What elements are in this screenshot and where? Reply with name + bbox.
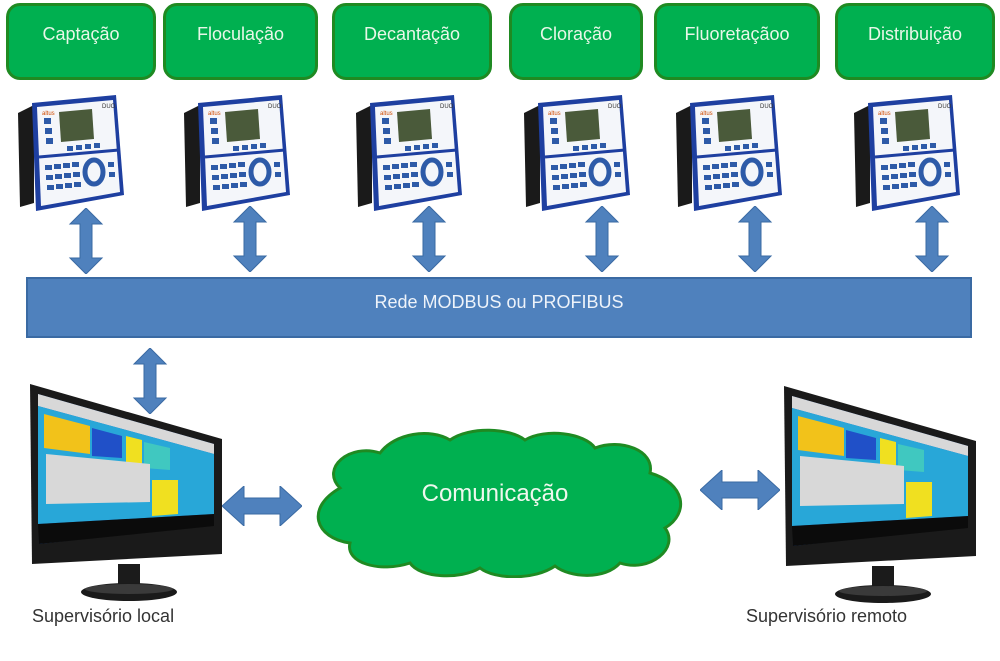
stage-label: Distribuição	[867, 24, 963, 44]
network-bus-label: Rede MODBUS ou PROFIBUS	[374, 292, 624, 312]
stage-label: Decantação	[363, 24, 461, 44]
bidirectional-arrow-icon	[915, 206, 949, 272]
bidirectional-arrow-icon	[412, 206, 446, 272]
stage-box-floculacao: Floculação	[163, 3, 318, 80]
stage-box-distribuicao: Distribuição	[835, 3, 995, 80]
cloud-label: Comunicação	[421, 480, 569, 507]
stage-box-fluoretacao: Fluoretaçãoo	[654, 3, 820, 80]
stage-label: Cloração	[539, 24, 613, 44]
stage-label: Floculação	[196, 24, 285, 44]
plc-controller-icon	[350, 95, 470, 215]
stage-label: Captação	[42, 24, 120, 44]
communication-cloud	[316, 428, 683, 578]
local-supervisor-monitor-icon	[30, 384, 222, 601]
plc-controller-icon	[518, 95, 638, 215]
stage-box-decantacao: Decantação	[332, 3, 492, 80]
plc-controller-icon	[670, 95, 790, 215]
local-supervisor-caption: Supervisório local	[32, 606, 175, 626]
bidirectional-arrow-icon	[700, 470, 780, 510]
plc-controller-icon	[12, 95, 132, 215]
remote-supervisor-caption: Supervisório remoto	[746, 606, 908, 626]
remote-supervisor-monitor-icon	[784, 386, 976, 603]
stage-label: Fluoretaçãoo	[684, 24, 790, 44]
bidirectional-arrow-icon	[585, 206, 619, 272]
bidirectional-arrow-icon	[222, 486, 302, 526]
bidirectional-arrow-icon	[738, 206, 772, 272]
bidirectional-arrow-icon	[69, 208, 103, 274]
plc-controller-icon	[178, 95, 298, 215]
plc-controller-icon	[848, 95, 968, 215]
network-bus: Rede MODBUS ou PROFIBUS	[26, 277, 972, 338]
stage-box-cloracao: Cloração	[509, 3, 643, 80]
stage-box-captacao: Captação	[6, 3, 156, 80]
bidirectional-arrow-icon	[233, 206, 267, 272]
